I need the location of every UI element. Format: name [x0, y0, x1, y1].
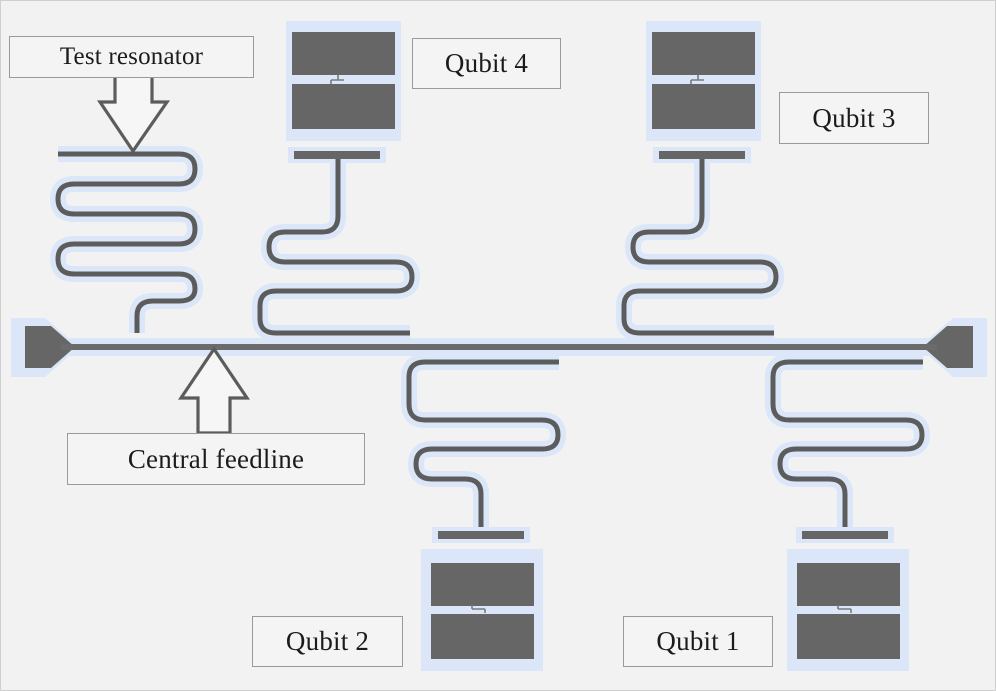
test-resonator	[50, 146, 203, 333]
qubit-4-josephson-junction	[330, 75, 344, 84]
label-central-feedline-text: Central feedline	[127, 443, 305, 474]
qubit-2-josephson-junction	[471, 605, 486, 613]
qubit-4-coupler-pad	[294, 151, 380, 159]
qubit-3-group	[616, 21, 784, 341]
qubit-4-pad-top	[292, 32, 395, 75]
label-qubit-3-text: Qubit 3	[812, 102, 896, 133]
label-central-feedline: Central feedline	[67, 433, 365, 485]
central-feedline-group	[11, 318, 987, 377]
qubit-1-josephson-junction	[837, 605, 852, 613]
qubit-3-josephson-junction	[690, 75, 704, 84]
qubit-1-group	[765, 354, 930, 671]
label-qubit-2-text: Qubit 2	[285, 626, 370, 656]
qubit-4-group	[252, 21, 420, 341]
label-qubit-4: Qubit 4	[412, 38, 561, 89]
qubit-1-coupler-pad	[802, 531, 888, 539]
label-qubit-4-text: Qubit 4	[444, 48, 529, 78]
qubit-2-group	[401, 354, 566, 671]
up-arrow-icon	[177, 346, 251, 435]
qubit-2-coupler-pad	[438, 531, 524, 539]
qubit-4-pad-bottom	[292, 84, 395, 129]
qubit-2-pad-bottom	[431, 614, 534, 659]
label-qubit-2: Qubit 2	[252, 616, 403, 667]
qubit-3-pad-bottom	[652, 84, 755, 129]
qubit-3-pad-top	[652, 32, 755, 75]
qubit-1-pad-top	[797, 563, 900, 606]
label-qubit-3: Qubit 3	[779, 92, 929, 144]
launch-pad-left	[25, 326, 75, 368]
qubit-2-pad-top	[431, 563, 534, 606]
launch-pad-right	[923, 326, 973, 368]
down-arrow-icon	[96, 72, 171, 154]
qubit-1-pad-bottom	[797, 614, 900, 659]
label-test-resonator: Test resonator	[9, 36, 254, 78]
qubit-3-coupler-pad	[659, 151, 745, 159]
label-qubit-1-text: Qubit 1	[656, 626, 740, 656]
label-test-resonator-text: Test resonator	[59, 43, 204, 70]
label-qubit-1: Qubit 1	[623, 616, 773, 667]
